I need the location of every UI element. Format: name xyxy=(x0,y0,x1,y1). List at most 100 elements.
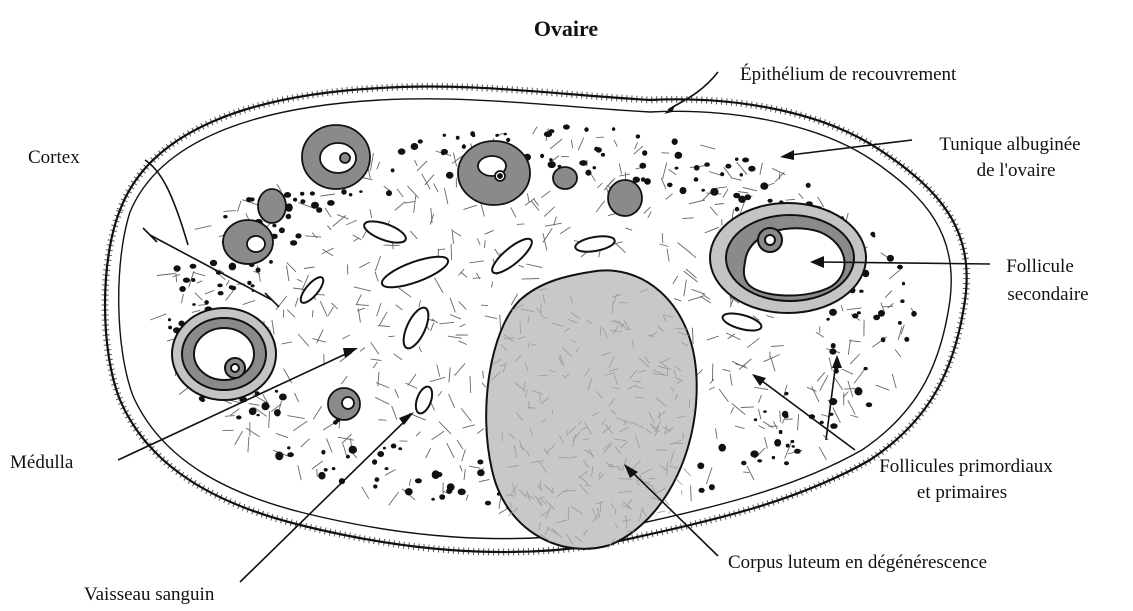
stroma-fiber xyxy=(397,189,403,197)
primordial-follicle-dot xyxy=(757,459,762,462)
primordial-follicle-dot xyxy=(332,467,336,470)
primordial-follicle-dot xyxy=(300,199,305,204)
primordial-follicle-dot xyxy=(699,488,705,493)
stroma-fiber xyxy=(818,197,824,207)
stroma-fiber xyxy=(731,178,742,180)
stroma-fiber xyxy=(377,303,381,316)
stroma-fiber xyxy=(312,310,313,317)
stroma-fiber xyxy=(533,127,538,135)
stroma-fiber xyxy=(461,272,468,277)
stroma-fiber xyxy=(426,448,431,458)
primordial-follicle-dot xyxy=(701,189,705,192)
primordial-follicle-dot xyxy=(639,163,646,169)
primordial-follicle-dot xyxy=(375,477,380,482)
corpus-texture-stroke xyxy=(676,329,689,330)
corpus-texture-stroke xyxy=(684,468,691,476)
stroma-fiber xyxy=(477,429,484,434)
stroma-fiber xyxy=(759,426,765,429)
primordial-follicle-dot xyxy=(680,187,687,194)
primordial-follicle-dot xyxy=(251,284,255,287)
primordial-follicle-dot xyxy=(287,446,290,449)
stroma-fiber xyxy=(356,305,369,306)
primordial-follicle-dot xyxy=(760,182,768,189)
primordial-follicle-dot xyxy=(168,326,172,330)
stroma-fiber xyxy=(461,408,471,421)
stroma-fiber xyxy=(482,383,486,388)
primordial-follicle-dot xyxy=(311,202,319,209)
primordial-follicle-dot xyxy=(750,450,758,457)
corpus-texture-stroke xyxy=(683,433,684,439)
secondary-follicle xyxy=(710,203,866,313)
stroma-fiber xyxy=(287,263,296,272)
corpus-luteum xyxy=(486,270,697,548)
stroma-fiber xyxy=(444,188,448,204)
primordial-follicle-dot xyxy=(779,430,783,434)
stroma-fiber xyxy=(451,244,452,260)
stroma-fiber xyxy=(709,172,721,176)
primordial-follicle-dot xyxy=(754,418,757,421)
stroma-fiber xyxy=(692,289,706,294)
label-cortex: Cortex xyxy=(28,147,80,168)
stroma-fiber xyxy=(422,174,431,190)
stroma-fiber xyxy=(437,365,440,377)
stroma-fiber xyxy=(759,395,762,403)
stroma-fiber xyxy=(408,374,416,386)
stroma-fiber xyxy=(414,196,416,213)
stroma-fiber xyxy=(763,422,773,428)
stroma-fiber xyxy=(385,470,395,476)
stroma-fiber xyxy=(666,194,673,200)
label-primordiaux-line1: Follicules primordiaux xyxy=(879,456,1053,477)
primordial-follicle-dot xyxy=(585,170,591,176)
primordial-follicle-dot xyxy=(477,469,485,476)
stroma-fiber xyxy=(226,291,234,300)
primordial-follicle-dot xyxy=(249,408,257,416)
corpus-texture-stroke xyxy=(676,479,683,485)
stroma-fiber xyxy=(707,336,719,340)
stroma-fiber xyxy=(235,431,243,445)
stroma-fiber xyxy=(249,404,260,406)
stroma-fiber xyxy=(688,296,703,301)
stroma-fiber xyxy=(462,450,466,462)
stroma-fiber xyxy=(294,393,298,402)
stroma-fiber xyxy=(293,421,307,431)
primordial-follicle-dot xyxy=(782,411,788,418)
stroma-fiber xyxy=(768,183,775,185)
stroma-fiber xyxy=(724,167,732,178)
stroma-fiber xyxy=(499,498,501,509)
primordial-follicle-dot xyxy=(872,235,875,238)
primordial-follicle-dot xyxy=(321,450,325,455)
stroma-fiber xyxy=(405,383,417,389)
stroma-fiber xyxy=(531,201,539,210)
primordial-follicle-dot xyxy=(900,299,904,303)
primordial-follicle-dot xyxy=(218,291,224,295)
stroma-fiber xyxy=(470,261,484,263)
primordial-follicle-dot xyxy=(349,193,353,196)
stroma-fiber xyxy=(848,340,850,355)
stroma-fiber xyxy=(405,201,416,203)
primordial-follicle-dot xyxy=(300,192,304,196)
primordial-follicle-dot xyxy=(383,447,386,450)
stroma-fiber xyxy=(419,300,421,307)
primordial-follicle-dot xyxy=(697,463,704,470)
stroma-fiber xyxy=(820,375,828,391)
primordial-follicle-dot xyxy=(439,494,445,500)
stroma-fiber xyxy=(817,372,825,381)
primordial-follicle-dot xyxy=(204,300,209,304)
primordial-follicle-dot xyxy=(386,190,392,196)
stroma-fiber xyxy=(417,161,427,171)
stroma-fiber xyxy=(596,201,605,212)
stroma-fiber xyxy=(322,248,334,254)
primordial-follicle-dot xyxy=(636,134,640,138)
stroma-fiber xyxy=(287,416,304,419)
stroma-fiber xyxy=(847,308,862,310)
stroma-fiber xyxy=(780,410,781,422)
primordial-follicle-dot xyxy=(878,310,885,317)
stroma-fiber xyxy=(747,338,759,348)
primordial-follicle-dot xyxy=(247,281,251,285)
growing-follicle-top-center xyxy=(458,141,530,205)
primordial-follicle-dot xyxy=(831,343,836,348)
primordial-follicle-dot xyxy=(275,390,278,393)
stroma-fiber xyxy=(459,341,467,345)
primordial-follicle-dot xyxy=(720,172,724,176)
stroma-fiber xyxy=(313,406,321,419)
